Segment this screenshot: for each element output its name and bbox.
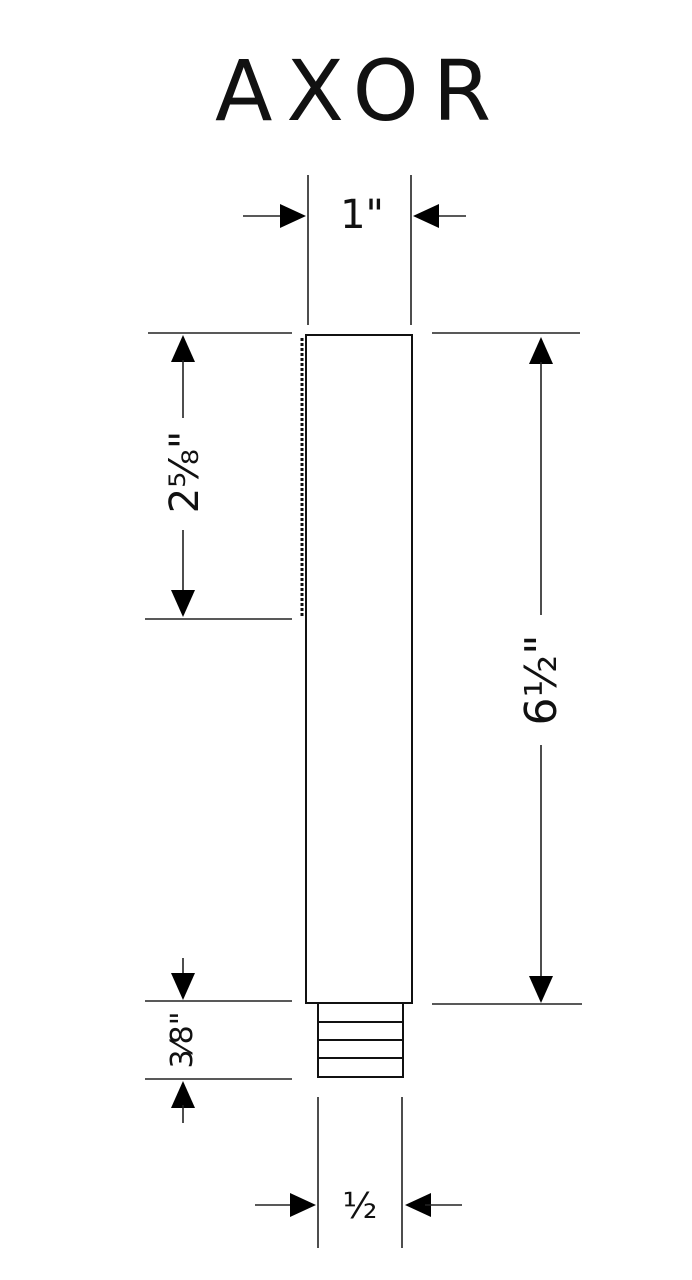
total-length-dimension: 6½" <box>516 337 567 1003</box>
arrow-left-icon <box>405 1193 431 1217</box>
width-dimension: 1" <box>243 192 466 238</box>
arrow-down-icon <box>171 590 195 617</box>
spray-face-label: 2⁵⁄₈" <box>162 431 208 514</box>
hand-shower-body <box>305 334 413 1004</box>
thread-connector <box>317 1002 404 1078</box>
extension-lines <box>145 175 582 1248</box>
arrow-up-icon <box>171 335 195 362</box>
arrow-left-icon <box>413 204 439 228</box>
arrow-up-icon <box>171 1081 195 1108</box>
width-label: 1" <box>340 192 384 238</box>
spray-face-dimension: 2⁵⁄₈" <box>162 335 208 617</box>
arrow-down-icon <box>529 976 553 1003</box>
thread-length-dimension: 3⁄8" <box>165 958 200 1123</box>
thread-size-label: ½ <box>343 1186 378 1227</box>
thread-size-dimension: ½ <box>255 1186 462 1227</box>
axor-logo: AXOR <box>215 42 505 140</box>
arrow-right-icon <box>290 1193 316 1217</box>
arrow-down-icon <box>171 973 195 1000</box>
total-length-label: 6½" <box>516 635 567 726</box>
arrow-right-icon <box>280 204 306 228</box>
thread-length-label: 3⁄8" <box>165 1012 200 1069</box>
arrow-up-icon <box>529 337 553 364</box>
